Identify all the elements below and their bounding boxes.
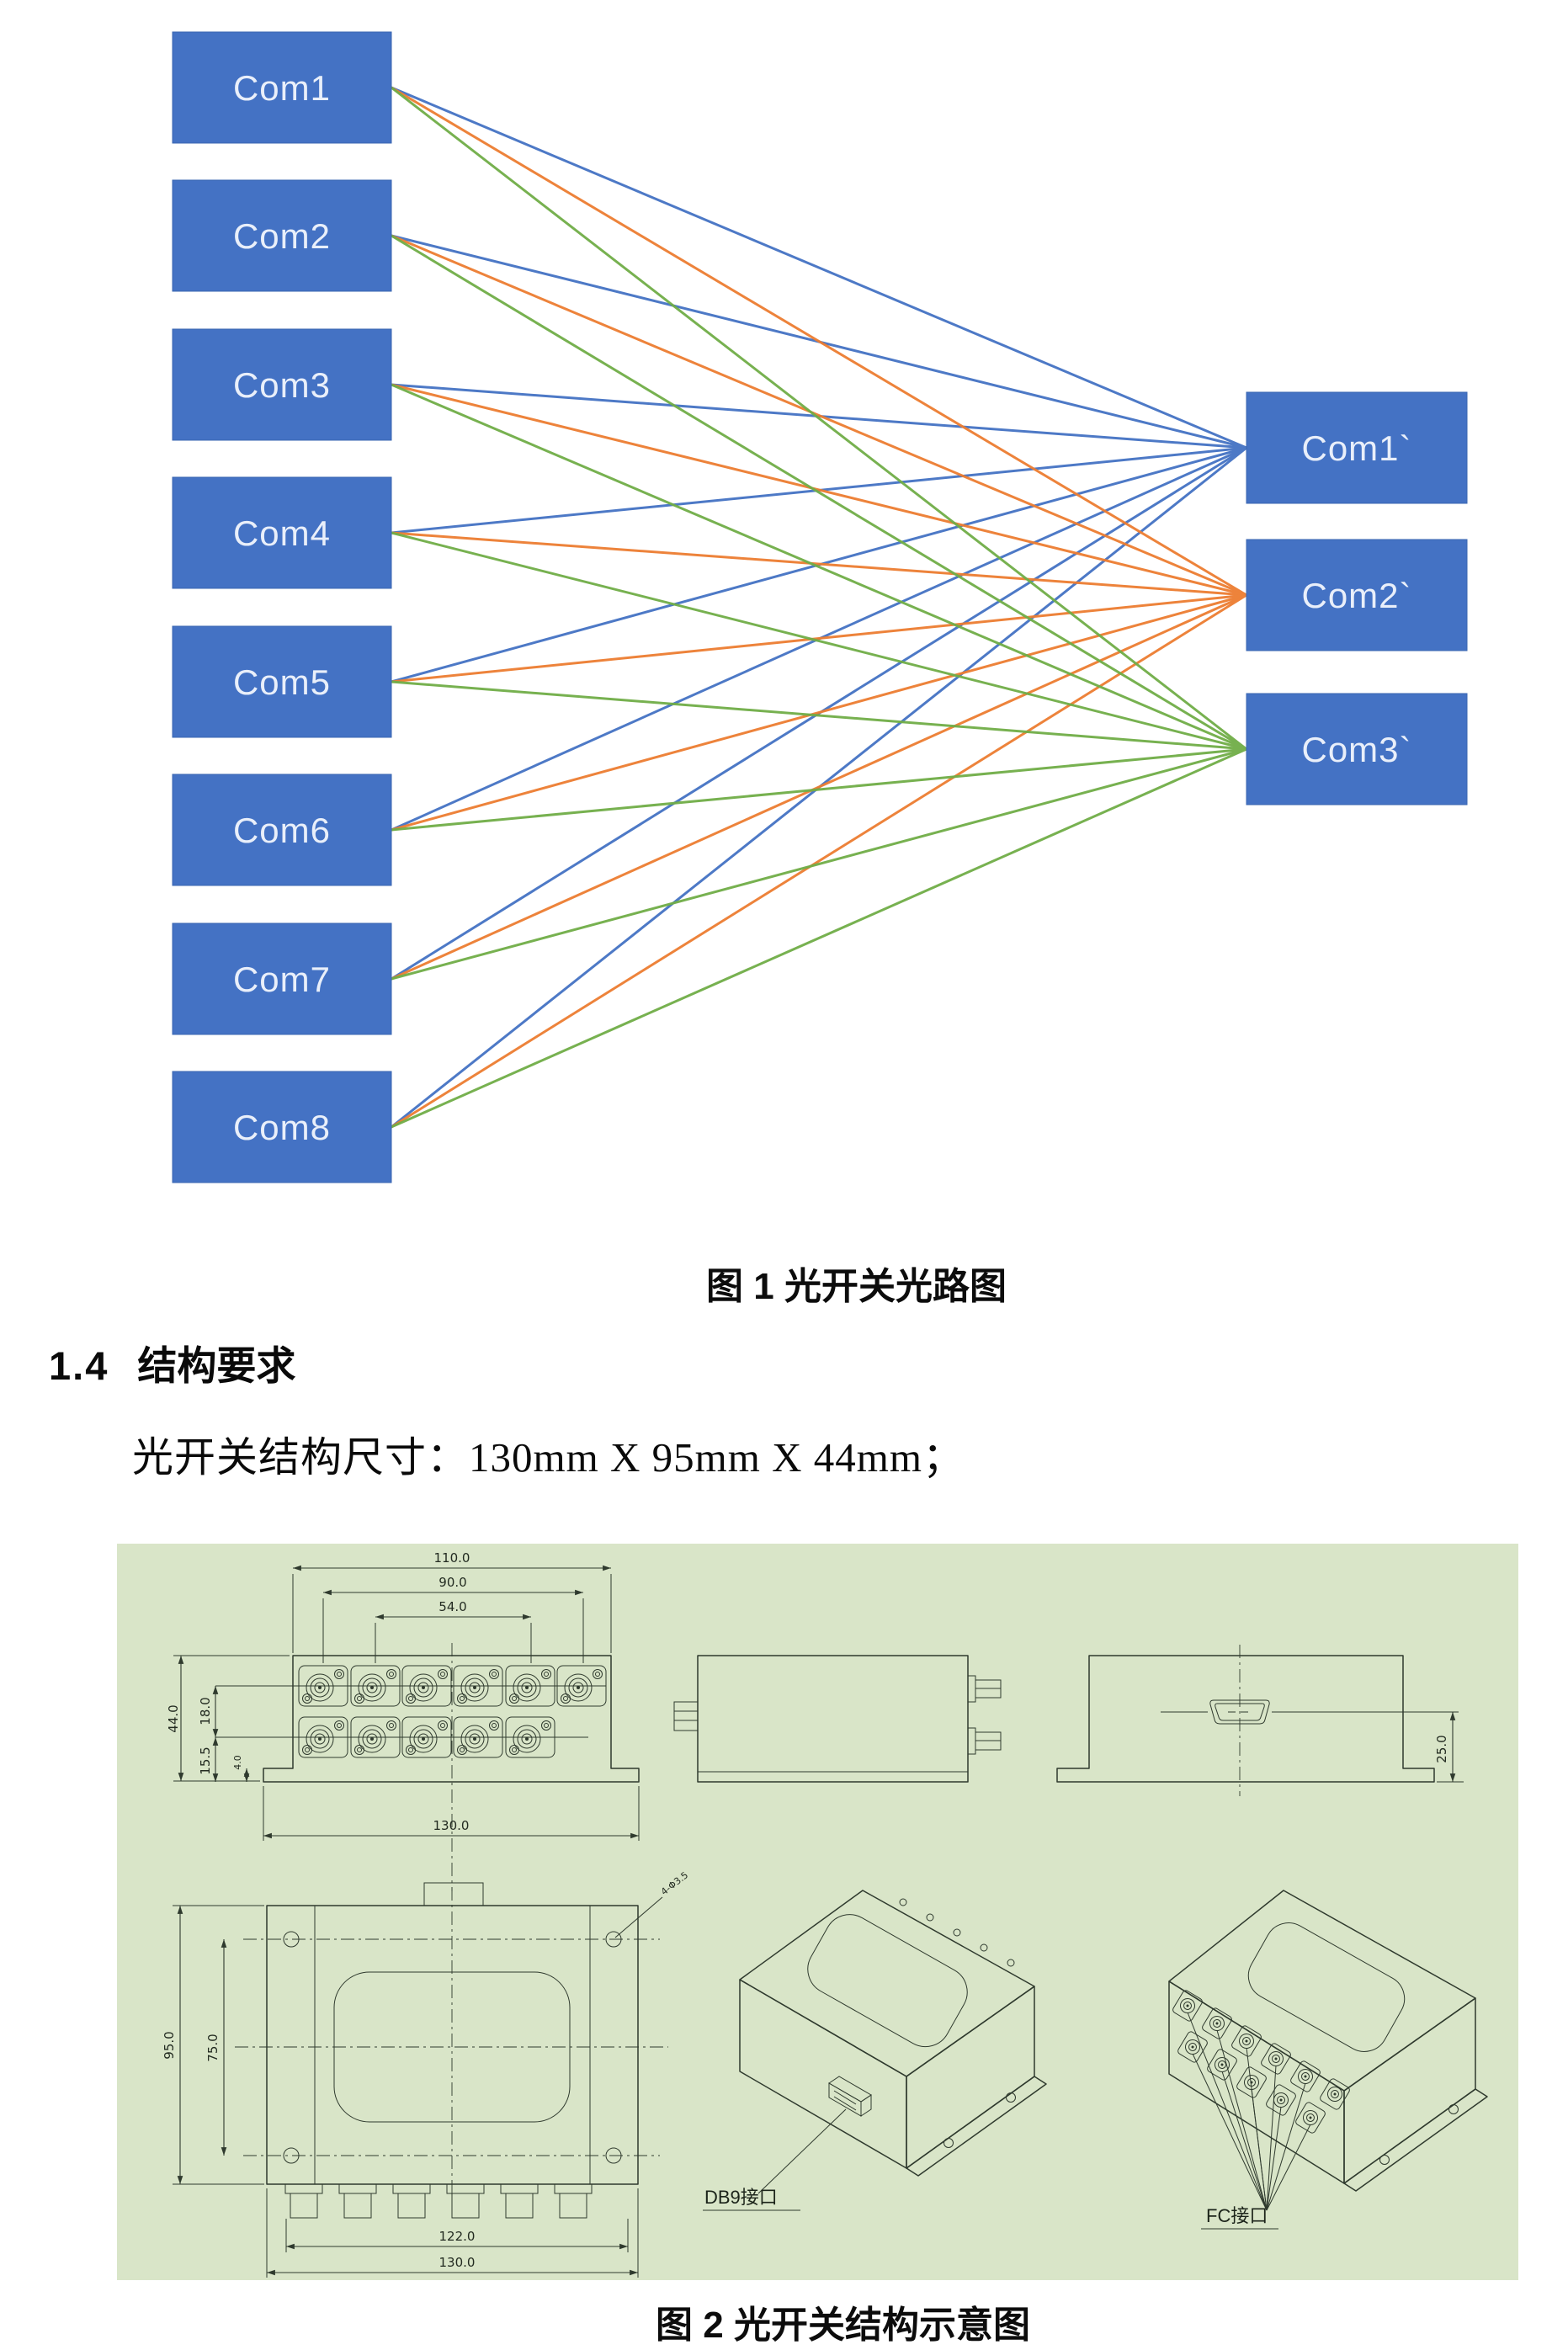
link-line xyxy=(391,234,1247,751)
fc-port-label: FC接口 xyxy=(1206,2205,1268,2226)
link-line xyxy=(391,383,1247,597)
optical-path-diagram: Com1 Com2 Com3 Com4 Com5 Com6 Com7 Com8 xyxy=(172,31,1468,1183)
com-node: Com3 xyxy=(172,328,392,441)
figure1-caption: 图 1 光开关光路图 xyxy=(706,1266,1007,1307)
com-node-box xyxy=(1246,539,1468,651)
com-node-label: Com1 xyxy=(233,68,331,108)
dim-label: 54.0 xyxy=(439,1599,466,1614)
com-node-label: Com1` xyxy=(1301,428,1411,468)
com-node-box xyxy=(172,328,392,441)
link-line xyxy=(391,593,1247,832)
body-text: 光开关结构尺寸：130mm X 95mm X 44mm； xyxy=(132,1434,965,1481)
link-line xyxy=(391,86,1247,751)
dim-label: 130.0 xyxy=(433,1818,470,1833)
rear-view: 25.0 xyxy=(1056,1645,1464,1796)
link-line xyxy=(391,86,1247,597)
dim-label: 90.0 xyxy=(439,1575,466,1590)
link-line xyxy=(391,531,1247,597)
com-node-box xyxy=(172,31,392,144)
com-node-label: Com3` xyxy=(1301,730,1411,769)
dim-label: 4.0 xyxy=(232,1755,243,1770)
link-line xyxy=(391,234,1247,597)
com-node: Com6 xyxy=(172,774,392,886)
structure-drawing: 110.0 90.0 54.0 44.0 18.0 xyxy=(162,1550,1488,2278)
dim-label: 75.0 xyxy=(205,2034,221,2061)
link-line xyxy=(391,383,1247,751)
com-node-label: Com2 xyxy=(233,216,331,256)
com-node: Com8 xyxy=(172,1071,392,1183)
dim-label: 110.0 xyxy=(434,1550,470,1566)
iso-fc-view: FC接口 xyxy=(1168,1890,1488,2230)
figure2-caption: 图 2 光开关结构示意图 xyxy=(656,2305,1030,2346)
com-node-box xyxy=(1246,391,1468,504)
db9-port-label: DB9接口 xyxy=(704,2187,778,2208)
com-node: Com1 xyxy=(172,31,392,144)
link-lines-orange xyxy=(391,86,1247,1129)
section-number: 1.4 xyxy=(49,1343,109,1388)
dim-label: 122.0 xyxy=(439,2229,476,2244)
com-node-label: Com7 xyxy=(233,960,331,999)
com-node: Com4 xyxy=(172,476,392,589)
com-node-box xyxy=(172,179,392,292)
dim-label: 25.0 xyxy=(1434,1735,1449,1762)
com-node: Com7 xyxy=(172,922,392,1035)
section-heading: 1.4 结构要求 xyxy=(49,1333,295,1391)
com-node: Com5 xyxy=(172,625,392,738)
com-node-box xyxy=(172,1071,392,1183)
dim-label: 4-Φ3.5 xyxy=(659,1869,690,1897)
com-node-box xyxy=(172,476,392,589)
com-node-box xyxy=(172,625,392,738)
link-line xyxy=(391,593,1247,1129)
figure2-panel: 110.0 90.0 54.0 44.0 18.0 xyxy=(117,1544,1518,2280)
com-node: Com2` xyxy=(1246,539,1468,651)
iso-db9-view: DB9接口 xyxy=(703,1890,1047,2211)
front-view: 110.0 90.0 54.0 44.0 18.0 xyxy=(166,1550,640,1891)
link-line xyxy=(391,593,1247,981)
com-node: Com2 xyxy=(172,179,392,292)
link-line xyxy=(391,747,1247,1129)
link-line xyxy=(391,747,1247,981)
com-node: Com3` xyxy=(1246,693,1468,805)
com-node-box xyxy=(172,774,392,886)
com-node-label: Com4 xyxy=(233,513,331,553)
com-node-label: Com2` xyxy=(1301,576,1411,615)
section-title: 结构要求 xyxy=(137,1343,296,1388)
link-line xyxy=(391,593,1247,683)
com-node: Com1` xyxy=(1246,391,1468,504)
com-node-label: Com3 xyxy=(233,365,331,405)
com-node-box xyxy=(172,922,392,1035)
link-line xyxy=(391,531,1247,751)
dim-label: 15.5 xyxy=(198,1747,213,1774)
dim-label: 130.0 xyxy=(439,2255,476,2270)
link-line xyxy=(391,86,1247,449)
com-node-label: Com6 xyxy=(233,811,331,850)
dim-label: 95.0 xyxy=(162,2031,177,2059)
dim-label: 18.0 xyxy=(198,1697,213,1725)
link-line xyxy=(391,747,1247,832)
com-node-label: Com8 xyxy=(233,1108,331,1147)
top-view: 4-Φ3.5 95.0 75.0 122.0 xyxy=(162,1869,690,2278)
link-line xyxy=(391,680,1247,751)
dim-label: 44.0 xyxy=(166,1704,181,1732)
com-node-label: Com5 xyxy=(233,662,331,702)
link-lines-green xyxy=(391,86,1247,1129)
side-view xyxy=(673,1655,1002,1783)
com-node-box xyxy=(1246,693,1468,805)
